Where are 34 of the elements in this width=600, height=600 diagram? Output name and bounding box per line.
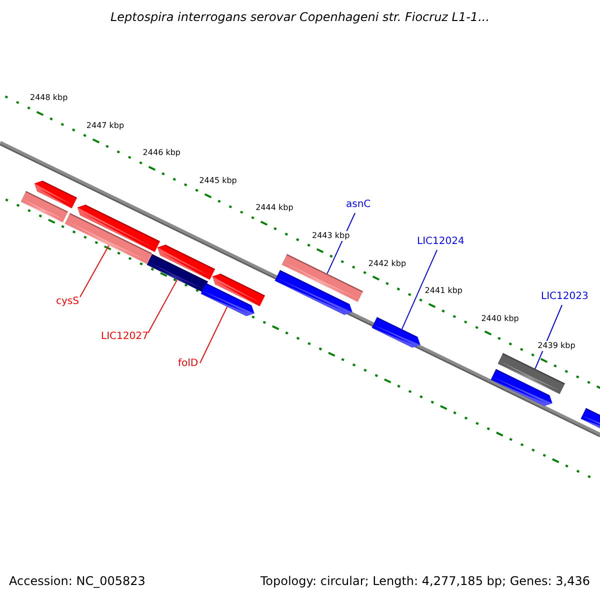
leader-line bbox=[148, 279, 178, 334]
gene-label: cysS bbox=[56, 296, 79, 308]
scale-label: 2443 kbp bbox=[312, 231, 350, 241]
gene-feature bbox=[580, 408, 600, 431]
gene-feature bbox=[200, 283, 254, 316]
gene-feature bbox=[490, 369, 552, 406]
scale-label: 2442 kbp bbox=[368, 258, 406, 268]
scale-label: 2444 kbp bbox=[256, 203, 294, 213]
scale-label: 2448 kbp bbox=[30, 93, 68, 103]
scale-label: 2440 kbp bbox=[481, 314, 519, 324]
scale-label: 2446 kbp bbox=[142, 148, 180, 158]
chart-title: Leptospira interrogans serovar Copenhageni str. Fiocruz L1-1... bbox=[109, 10, 491, 24]
leader-line bbox=[200, 306, 228, 364]
gene-label: LIC12023 bbox=[541, 291, 588, 303]
genome-info-text: Topology: circular; Length: 4,277,185 bp; Genes: 3,436 bbox=[260, 574, 590, 588]
leader-line bbox=[534, 304, 562, 370]
gene-feature bbox=[274, 270, 352, 315]
gene-label: LIC12024 bbox=[417, 236, 464, 248]
gene-block bbox=[146, 254, 208, 292]
gene-label: folD bbox=[178, 358, 198, 370]
scale-label: 2445 kbp bbox=[199, 176, 237, 186]
gene-block bbox=[64, 213, 152, 264]
scale-label: 2441 kbp bbox=[424, 286, 462, 296]
scale-label: 2447 kbp bbox=[86, 120, 124, 130]
gene-block bbox=[282, 254, 363, 302]
leader-line bbox=[401, 250, 438, 330]
gene-label: asnC bbox=[346, 199, 371, 211]
gene-block bbox=[498, 353, 565, 394]
scale-label: 2439 kbp bbox=[538, 341, 576, 351]
accession-text: Accession: NC_005823 bbox=[9, 574, 146, 588]
leader-line bbox=[80, 244, 110, 298]
gene-label: LIC12027 bbox=[101, 331, 148, 343]
gene-block bbox=[20, 191, 68, 222]
gene-feature bbox=[372, 317, 420, 348]
